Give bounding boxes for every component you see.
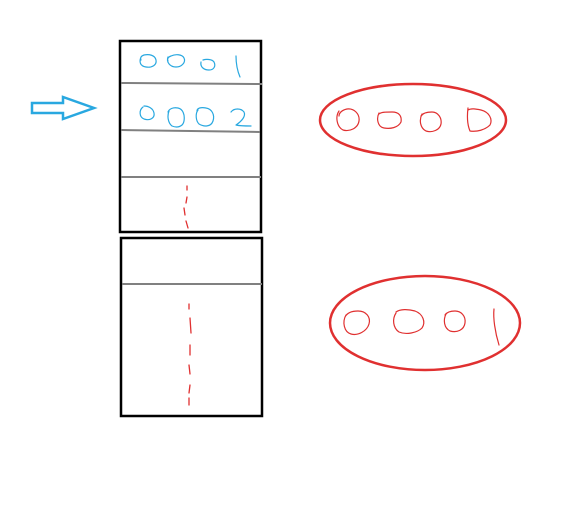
digit-0 (166, 54, 186, 68)
bottom-box-border (119, 236, 264, 418)
digit-2 (230, 108, 252, 127)
digit-0 (139, 105, 155, 121)
digit-0 (393, 309, 425, 334)
digit-1 (235, 55, 241, 78)
top-box-ellipsis (183, 185, 189, 229)
bottom-ellipse (328, 274, 522, 372)
digit-0 (343, 310, 371, 336)
top-box-border (118, 39, 263, 234)
digit-0 (167, 107, 185, 128)
digit-0 (419, 111, 442, 133)
top-ellipse-digits (336, 107, 492, 133)
digit-0 (139, 54, 157, 68)
digit-0 (466, 107, 492, 132)
digit-0 (336, 108, 360, 132)
digit-0 (200, 58, 216, 71)
bottom-box (119, 236, 264, 418)
top-box-row-1-digits (139, 54, 241, 78)
bottom-ellipse-outline (328, 274, 522, 372)
right-arrow-icon (30, 95, 98, 121)
bottom-ellipse-digits (343, 308, 500, 346)
bottom-box-ellipsis (188, 303, 192, 406)
top-ellipse (318, 82, 508, 158)
digit-1 (493, 308, 500, 346)
top-box-row-2-digits (139, 105, 252, 128)
top-box-divider-1 (120, 82, 263, 85)
digit-0 (443, 310, 466, 333)
top-ellipse-outline (318, 82, 508, 158)
top-box-divider-2 (120, 129, 261, 133)
digit-0 (377, 111, 402, 129)
digit-0 (195, 107, 215, 127)
top-box (118, 39, 263, 234)
